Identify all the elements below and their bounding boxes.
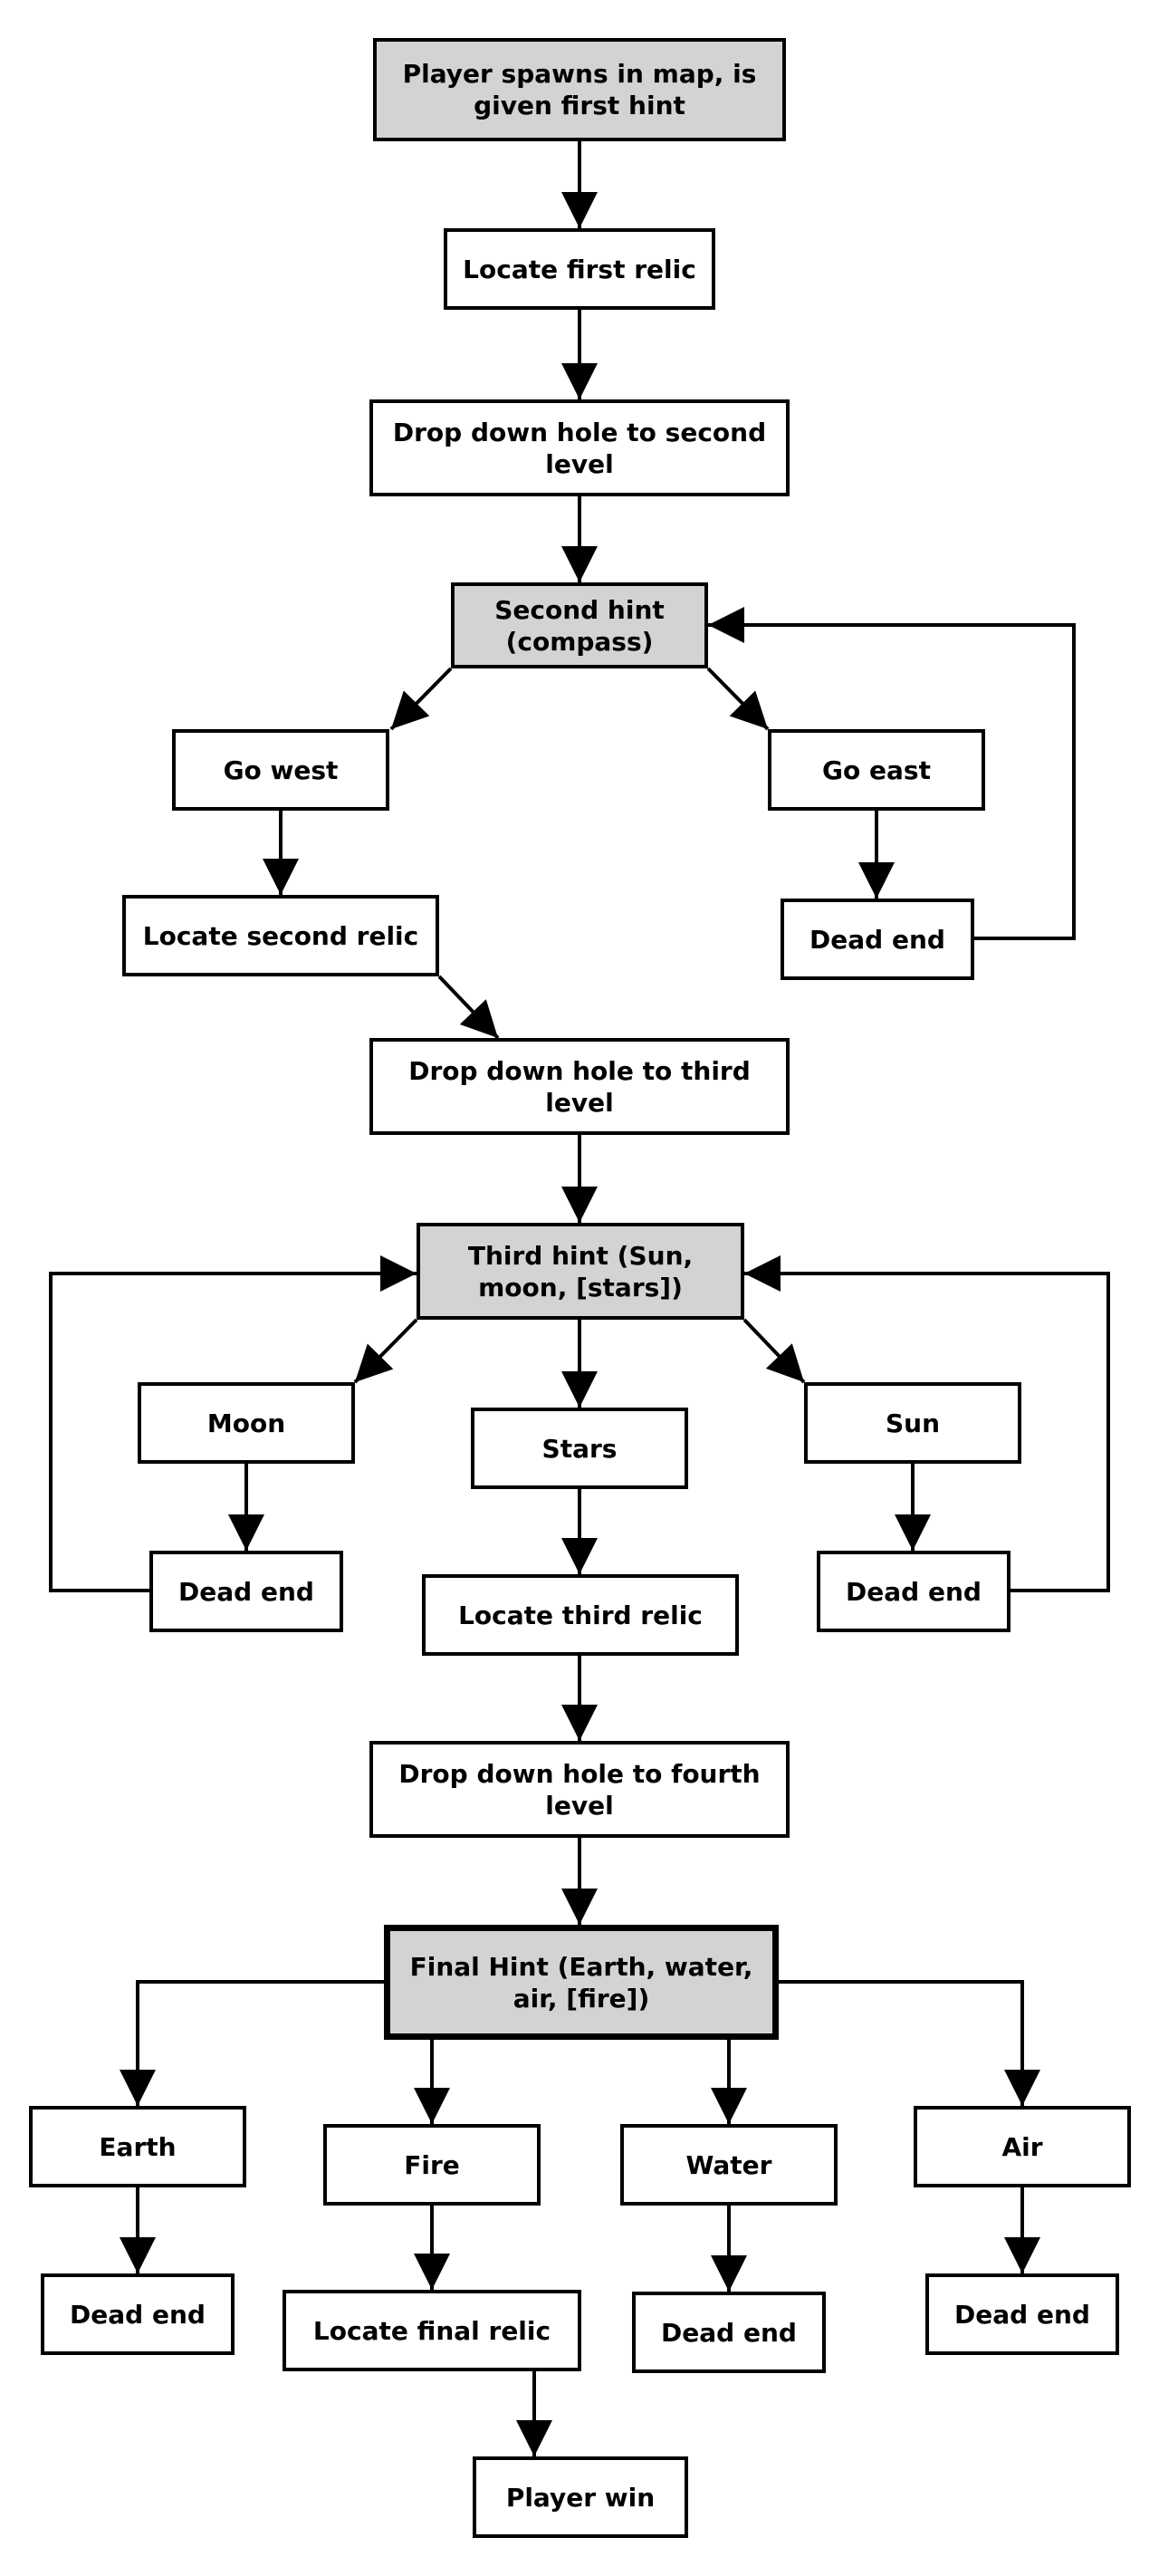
edge-final-water-arrowhead [711,2088,747,2124]
edge-drop2-hint2-arrowhead [561,546,598,582]
edge-sun-deadend-arrowhead [895,1514,931,1551]
edge-deadsun-loop-hint3-arrowhead [744,1255,781,1292]
edge-relic3-drop4-arrowhead [561,1705,598,1741]
edge-moon-deadend-arrowhead [228,1514,264,1551]
node-go-east: Go east [768,729,985,811]
edge-drop3-hint3-arrowhead [561,1187,598,1223]
edge-final-earth [136,1980,384,2106]
node-air: Air [914,2106,1131,2187]
node-moon: Moon [138,1382,355,1464]
node-locate-third-relic: Locate third relic [422,1574,739,1656]
edge-hint2-west-arrowhead [391,690,430,729]
node-stars: Stars [471,1408,688,1489]
edge-relic-win-arrowhead [516,2420,552,2456]
edge-relic1-drop2-arrowhead [561,363,598,399]
node-drop-third-level: Drop down hole to third level [369,1038,790,1135]
edge-drop4-final-arrowhead [561,1889,598,1925]
edge-hint3-sun-arrowhead [765,1343,804,1382]
node-drop-second-level: Drop down hole to second level [369,399,790,496]
node-earth: Earth [29,2106,246,2187]
edge-final-air [779,1980,1024,2106]
edge-east-deadend-arrowhead [858,862,895,899]
edge-deadend-loop-hint2 [708,623,1076,940]
edge-hint3-moon-arrowhead [355,1343,394,1382]
node-final-hint: Final Hint (Earth, water, air, [fire]) [384,1925,779,2040]
edge-start-relic1-arrowhead [561,192,598,228]
edge-earth-deadend-arrowhead [120,2237,156,2273]
node-start: Player spawns in map, is given first hin… [373,38,786,141]
node-dead-end-east: Dead end [781,899,974,980]
edge-final-air-arrowhead [1004,2070,1040,2106]
node-second-hint: Second hint (compass) [451,582,708,668]
node-drop-fourth-level: Drop down hole to fourth level [369,1741,790,1838]
edge-relic2-drop3-arrowhead [459,999,498,1038]
node-dead-end-water: Dead end [632,2292,826,2373]
node-third-hint: Third hint (Sun, moon, [stars]) [417,1223,744,1320]
edge-fire-relic-arrowhead [414,2254,450,2290]
node-locate-second-relic: Locate second relic [122,895,439,976]
node-water: Water [620,2124,838,2206]
node-dead-end-air: Dead end [925,2273,1119,2355]
node-locate-first-relic: Locate first relic [444,228,715,310]
edge-deadmoon-loop-hint3-arrowhead [380,1255,417,1292]
edge-water-deadend-arrowhead [711,2255,747,2292]
node-dead-end-moon: Dead end [149,1551,343,1632]
node-go-west: Go west [172,729,389,811]
edge-hint3-stars-arrowhead [561,1371,598,1408]
edge-stars-relic3-arrowhead [561,1538,598,1574]
node-locate-final-relic: Locate final relic [283,2290,581,2371]
edge-deadend-loop-hint2-arrowhead [708,607,744,643]
node-sun: Sun [804,1382,1021,1464]
edge-west-relic2-arrowhead [263,859,299,895]
edge-hint2-east-arrowhead [729,690,768,729]
edge-air-deadend-arrowhead [1004,2237,1040,2273]
edge-deadmoon-loop-hint3 [49,1272,417,1592]
edge-final-earth-arrowhead [120,2070,156,2106]
edge-deadsun-loop-hint3 [744,1272,1110,1592]
edge-final-fire-arrowhead [414,2088,450,2124]
node-player-win: Player win [473,2456,688,2538]
node-dead-end-sun: Dead end [817,1551,1011,1632]
node-dead-end-earth: Dead end [41,2273,235,2355]
node-fire: Fire [323,2124,541,2206]
